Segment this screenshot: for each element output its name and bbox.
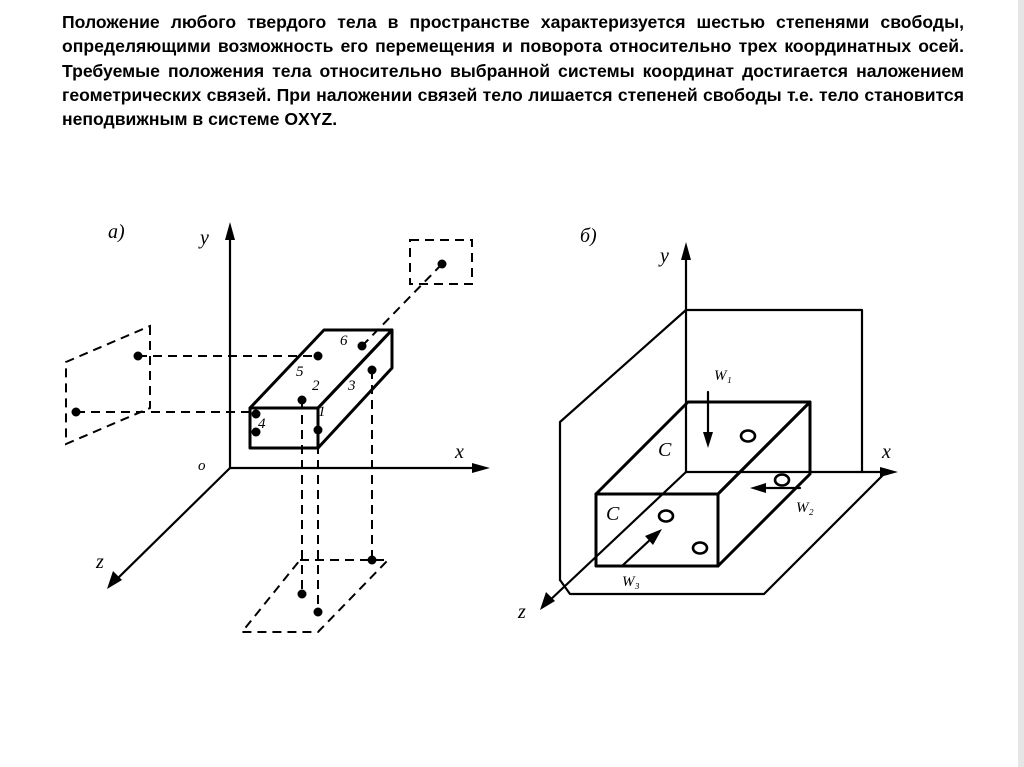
figure-a-origin-label: o: [198, 458, 206, 474]
figure-b-y-arrow: [681, 242, 691, 260]
figure-a-point-label-5: 5: [296, 364, 304, 380]
figure-a-proj-6: [361, 263, 443, 347]
figure-b-contact-ring: [773, 473, 791, 487]
figure-a-x-arrow: [472, 463, 490, 473]
figure-b-z-label: z: [517, 601, 526, 623]
figure-a-z-axis: [114, 466, 232, 582]
figure-b-force-w3-head: [645, 529, 662, 545]
figure-a: а) y x z o: [65, 221, 490, 633]
figure-a-point: [297, 395, 307, 405]
figure-a-point: [437, 259, 447, 269]
figure-a-point-label-4: 4: [258, 416, 266, 432]
figure-b-z-arrow: [540, 592, 555, 610]
figure-b-y-label: y: [658, 245, 669, 267]
figure-b-force-w1-label: W₁: [714, 368, 732, 384]
figure-b-left-plane: [558, 308, 688, 582]
figure-b-z-axis: [546, 470, 688, 604]
figure-a-label: а): [108, 221, 125, 243]
figure-b-block-top: [594, 400, 812, 496]
figure-b-bottom-plane: [558, 470, 888, 596]
figure-a-point: [357, 341, 367, 351]
figure-a-point: [297, 589, 307, 599]
figure-b-force-w2-head: [750, 483, 766, 493]
figure-b-contact-c-top: C: [658, 439, 672, 461]
figure-a-point-label-1: 1: [318, 404, 326, 420]
figure-a-point: [71, 407, 81, 417]
figure-b-force-w1-head: [703, 432, 713, 448]
figure-a-point: [133, 351, 143, 361]
figure-b-label: б): [580, 225, 597, 247]
figure-a-point: [251, 409, 261, 419]
figure-a-y-label: y: [198, 227, 209, 249]
figure-b-force-w3-arrow: [620, 536, 654, 568]
caption-paragraph: Положение любого твердого тела в простра…: [62, 12, 964, 130]
figure-a-point-label-2: 2: [312, 378, 320, 394]
figure-b-block: [594, 400, 812, 568]
figure-b-contact-ring: [739, 429, 757, 443]
figure-a-point-label-6: 6: [340, 333, 348, 349]
figure-b-contact-c-front: C: [606, 503, 620, 525]
figure-b-block-side: [716, 400, 812, 568]
figure-a-point-label-3: 3: [347, 378, 356, 394]
figure-a-x-label: x: [454, 441, 464, 463]
figure-a-point: [313, 351, 323, 361]
slide-edge: [1018, 0, 1024, 767]
figure-a-y-arrow: [225, 222, 235, 240]
figure-a-point: [313, 425, 323, 435]
figure-a-z-arrow: [107, 571, 122, 589]
figure-a-bottom-plane: [239, 559, 391, 633]
figure-a-point: [367, 555, 377, 565]
figure-a-left-plane: [65, 324, 151, 446]
figure-a-point: [367, 365, 377, 375]
figure-b-back-plane: [684, 308, 864, 474]
figure-b-force-w2-label: W₂: [796, 500, 814, 516]
figure-a-point: [251, 427, 261, 437]
figure-b: б) y x z C C: [517, 225, 898, 623]
figure-a-point: [313, 607, 323, 617]
figure-b-x-label: x: [881, 441, 891, 463]
figure-a-back-plane: [409, 239, 473, 285]
figure-b-force-w3-label: W₃: [622, 574, 640, 590]
figure-b-contact-ring: [657, 509, 675, 523]
figure-b-contact-ring: [691, 541, 709, 555]
figure-a-z-label: z: [95, 551, 104, 573]
